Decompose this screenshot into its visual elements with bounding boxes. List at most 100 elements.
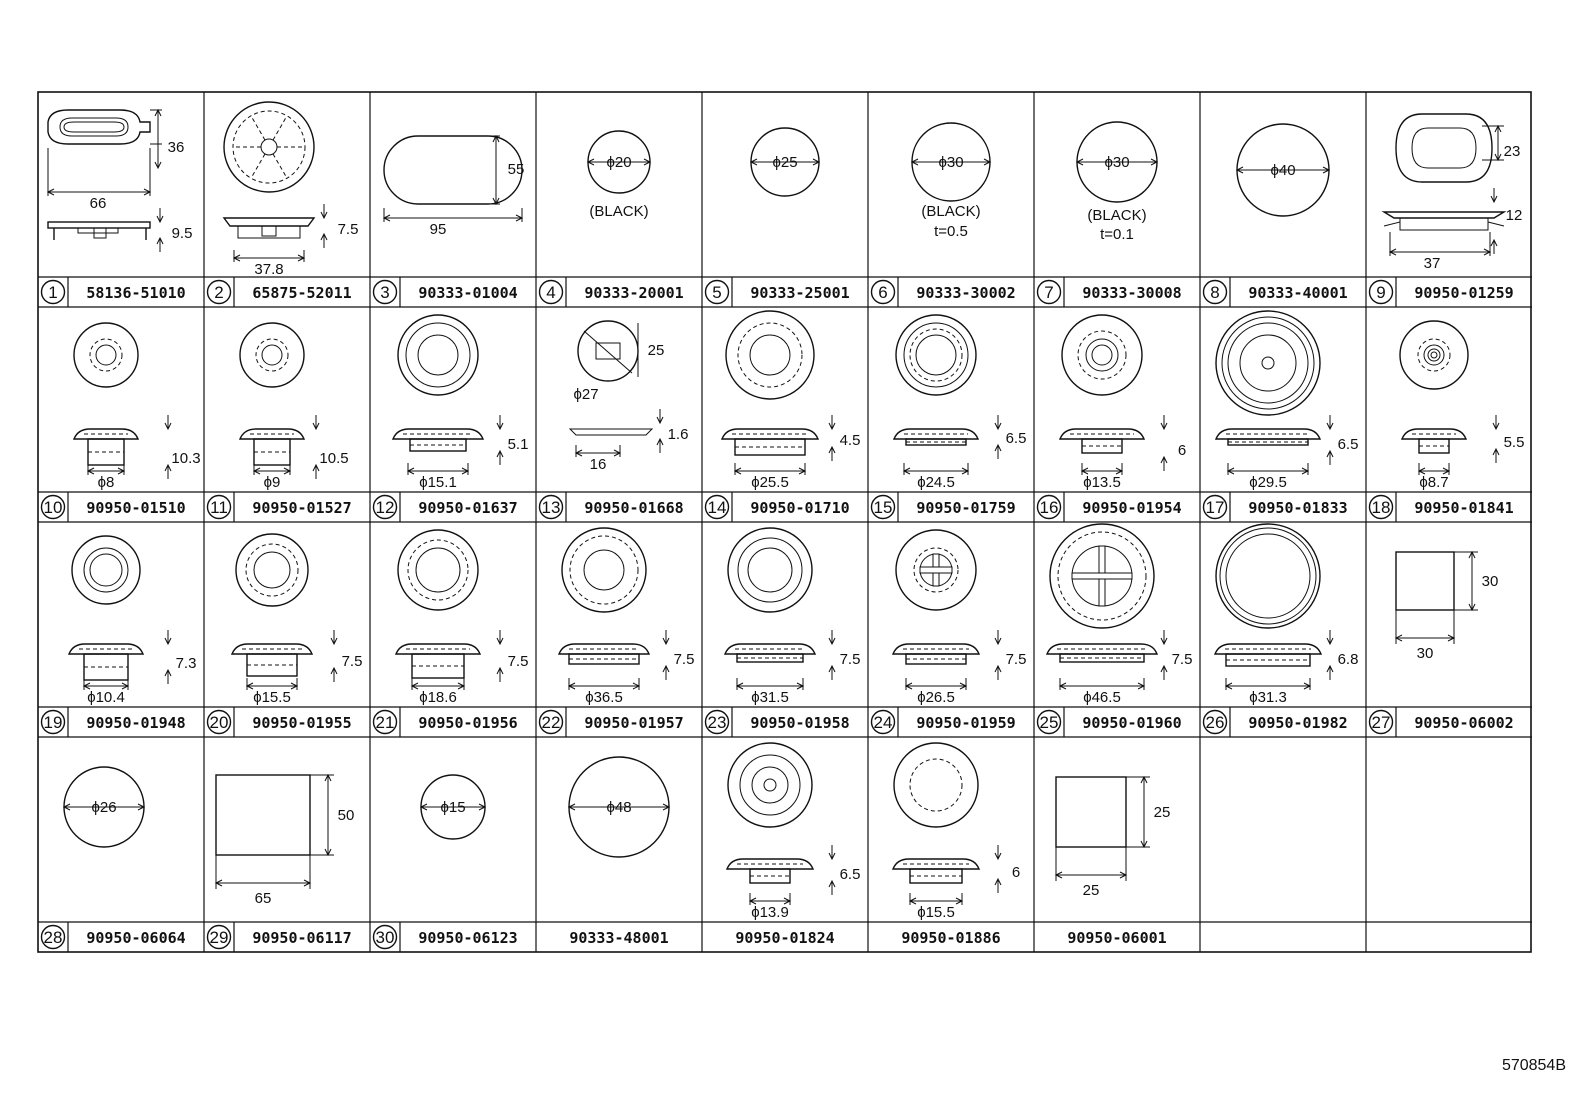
item-number: 3 xyxy=(380,283,389,302)
item-number-circle xyxy=(372,279,398,305)
item-number: 13 xyxy=(542,498,561,517)
item-number-circle xyxy=(206,709,232,735)
item-number-circle xyxy=(870,494,896,520)
part-number: 90333-20001 xyxy=(584,284,683,302)
part-number: 65875-52011 xyxy=(252,284,351,302)
item-number-circle xyxy=(1202,494,1228,520)
dimension-label: 25 xyxy=(648,342,665,359)
dimension-label: 6.8 xyxy=(1338,651,1359,668)
part-number: 90950-01637 xyxy=(418,499,517,517)
part-drawing: ϕ20(BLACK) xyxy=(586,130,652,220)
part-drawing: 7.537.8 xyxy=(222,101,358,278)
part-drawing: ϕ40 xyxy=(1235,123,1331,217)
part-number: 90333-30002 xyxy=(916,284,1015,302)
part-drawing: 25 25 xyxy=(1054,775,1171,899)
dimension-label: ϕ36.5 xyxy=(585,689,623,706)
dimension-label: ϕ25 xyxy=(772,154,797,171)
dimension-label: 6 xyxy=(1012,864,1020,881)
dimension-label: ϕ40 xyxy=(1270,162,1295,179)
part-number: 90950-01759 xyxy=(916,499,1015,517)
dimension-label: ϕ10.4 xyxy=(87,689,125,706)
item-number: 4 xyxy=(546,283,555,302)
part-cell: ϕ20(BLACK) 4 90333-20001 xyxy=(538,130,684,307)
part-number: 90950-06117 xyxy=(252,929,351,947)
part-number: 90950-01824 xyxy=(735,929,834,947)
part-number: 90333-40001 xyxy=(1248,284,1347,302)
dimension-label: ϕ13.9 xyxy=(751,904,789,921)
dimension-label: 7.3 xyxy=(176,655,197,672)
part-number: 90950-01259 xyxy=(1414,284,1513,302)
part-number: 90950-01948 xyxy=(86,714,185,732)
dimension-label: 7.5 xyxy=(508,653,529,670)
part-number: 90950-01668 xyxy=(584,499,683,517)
dimension-label: 25 xyxy=(1083,882,1100,899)
item-number-circle xyxy=(1368,494,1394,520)
dimension-label: 10.3 xyxy=(171,450,200,467)
part-number: 90950-01957 xyxy=(584,714,683,732)
dimension-label: 25 xyxy=(1154,804,1171,821)
item-number: 21 xyxy=(376,713,395,732)
dimension-label: 5.1 xyxy=(508,436,529,453)
item-number: 10 xyxy=(44,498,63,517)
part-number: 90333-01004 xyxy=(418,284,517,302)
item-number: 26 xyxy=(1206,713,1225,732)
dimension-label: 16 xyxy=(590,456,607,473)
item-number-circle xyxy=(1368,709,1394,735)
dimension-label: 12 xyxy=(1506,207,1523,224)
part-number: 90950-01527 xyxy=(252,499,351,517)
item-number: 2 xyxy=(214,283,223,302)
part-drawing: ϕ48 xyxy=(567,756,671,858)
dimension-label: ϕ24.5 xyxy=(917,474,955,491)
item-number-circle xyxy=(40,279,66,305)
dimension-label: 4.5 xyxy=(840,432,861,449)
item-number: 20 xyxy=(210,713,229,732)
dimension-label: ϕ30 xyxy=(1104,154,1129,171)
dimension-label: 37 xyxy=(1424,255,1441,272)
part-cell: 7.537.8 2 65875-52011 xyxy=(206,101,358,307)
item-number-circle xyxy=(206,494,232,520)
part-drawing: ϕ30(BLACK)t=0.1 xyxy=(1075,121,1159,243)
dimension-label: ϕ13.5 xyxy=(1083,474,1121,491)
sheet-code: 570854B xyxy=(1501,1057,1566,1074)
dimension-label: 9.5 xyxy=(172,225,193,242)
dimension-label: ϕ25.5 xyxy=(751,474,789,491)
part-drawing: ϕ26 xyxy=(62,766,146,848)
part-number: 90950-01959 xyxy=(916,714,1015,732)
part-drawing: 6 ϕ13.5 xyxy=(1058,314,1186,491)
dimension-label: ϕ31.3 xyxy=(1249,689,1287,706)
part-drawing: ϕ30(BLACK)t=0.5 xyxy=(910,122,992,240)
item-number-circle xyxy=(372,924,398,950)
part-number: 90950-01710 xyxy=(750,499,849,517)
item-number-circle xyxy=(1368,279,1394,305)
dimension-label: 6 xyxy=(1178,442,1186,459)
dimension-label: ϕ15 xyxy=(440,799,465,816)
dimension-label: 37.8 xyxy=(254,261,283,278)
item-number: 29 xyxy=(210,928,229,947)
dimension-label: ϕ48 xyxy=(606,799,631,816)
part-drawing: 6.8 ϕ31.3 xyxy=(1213,523,1359,706)
item-number: 22 xyxy=(542,713,561,732)
item-number-circle xyxy=(40,709,66,735)
